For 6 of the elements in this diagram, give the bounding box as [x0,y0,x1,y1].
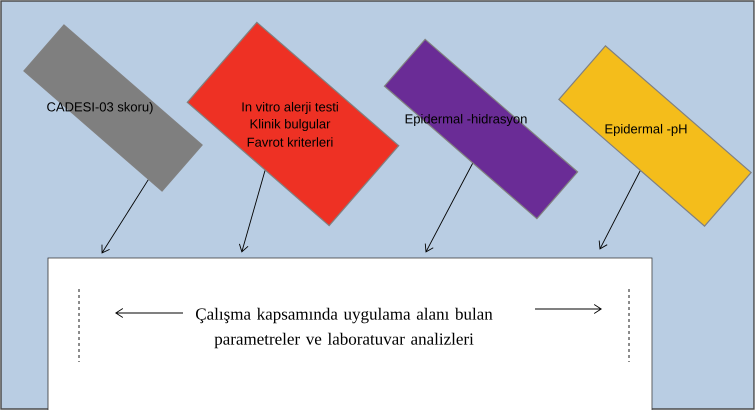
tilted-box: Epidermal -pH [558,45,752,227]
arrow [598,170,641,250]
arrow [102,179,149,254]
arrow [238,170,266,253]
arrow [424,163,473,253]
content-box: Çalışma kapsamında uygulama alanı bulan parametreler ve laboratuvar analizleri [48,258,652,410]
